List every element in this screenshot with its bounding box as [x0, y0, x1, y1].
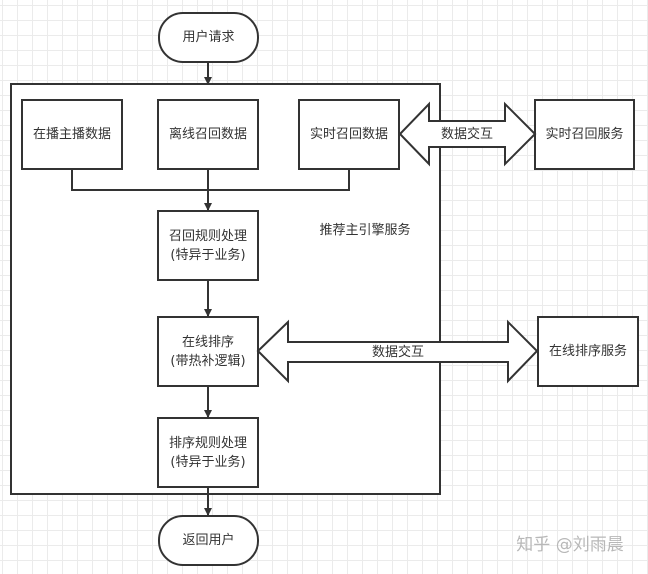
online-ranking-line2: (带热补逻辑)	[170, 353, 246, 369]
realtime-recall-service-box[interactable]	[534, 99, 635, 170]
online-ranking-line1: 在线排序	[181, 334, 234, 350]
online-ranking-service-box[interactable]	[537, 316, 639, 387]
online-ranking-service-label: 在线排序服务	[548, 344, 627, 359]
realtime-recall-service-label: 实时召回服务	[545, 127, 624, 142]
recall-rules-line1: 召回规则处理	[168, 228, 247, 244]
ranking-rules-line2: (特异于业务)	[170, 454, 246, 470]
start-node-label: 用户请求	[182, 30, 235, 45]
recall-rules-label: 召回规则处理 (特异于业务)	[158, 211, 258, 280]
source-label-offline-recall: 离线召回数据	[168, 127, 247, 142]
recall-rules-line2: (特异于业务)	[170, 247, 246, 263]
end-node-label: 返回用户	[182, 533, 235, 548]
ranking-rules-label: 排序规则处理 (特异于业务)	[158, 418, 258, 487]
engine-container-label: 推荐主引擎服务	[319, 222, 411, 238]
ranking-exchange-label: 数据交互	[360, 343, 436, 361]
recall-exchange-label: 数据交互	[429, 124, 505, 144]
watermark: 知乎 @刘雨晨	[516, 534, 624, 555]
end-node-shape[interactable]	[158, 515, 259, 566]
ranking-rules-line1: 排序规则处理	[168, 435, 247, 451]
source-label-realtime-recall: 实时召回数据	[309, 127, 388, 142]
online-ranking-label: 在线排序 (带热补逻辑)	[158, 317, 258, 386]
ranking-rules-box[interactable]	[157, 417, 259, 488]
source-label-live-anchor: 在播主播数据	[32, 127, 111, 142]
connector-sources-merge	[71, 169, 350, 191]
